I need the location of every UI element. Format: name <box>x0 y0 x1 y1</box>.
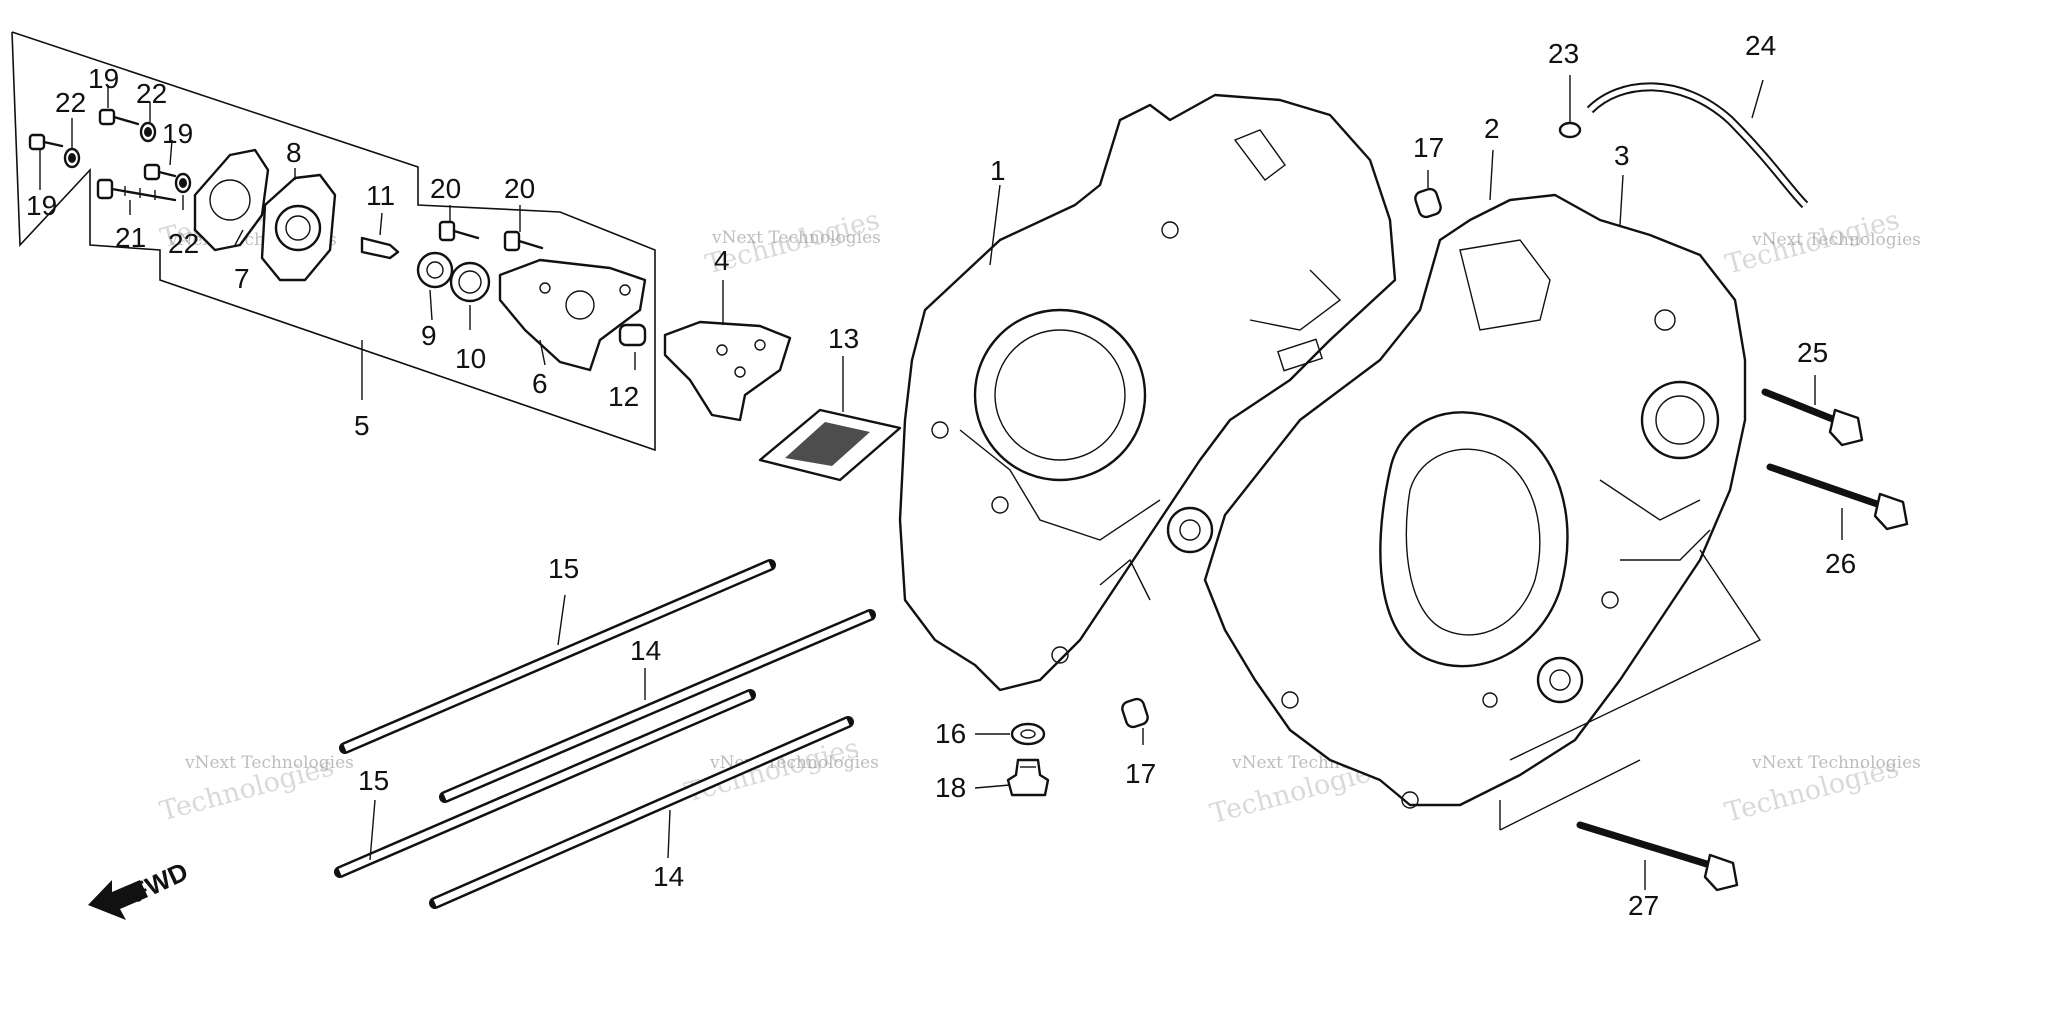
bolt-19-upper <box>98 108 140 126</box>
bolt-21 <box>96 178 177 202</box>
label-part-21: 21 <box>115 222 146 253</box>
label-part-7: 7 <box>234 263 250 294</box>
watermark-small: vNext Technologies <box>1751 753 1921 773</box>
part-labels: 1 2 3 4 5 6 7 8 9 10 11 12 13 14 14 15 1… <box>26 30 1856 921</box>
dowel-17-upper <box>1414 187 1442 219</box>
rotor-9 <box>416 251 454 289</box>
label-part-10: 10 <box>455 343 486 374</box>
label-part-12: 12 <box>608 381 639 412</box>
label-part-9: 9 <box>421 320 437 351</box>
gasket-4 <box>663 320 792 422</box>
label-part-23: 23 <box>1548 38 1579 69</box>
label-part-22-left: 22 <box>55 87 86 118</box>
dowel-12 <box>618 323 647 347</box>
breather-tube-24-inner <box>1588 84 1807 207</box>
label-part-2: 2 <box>1484 113 1500 144</box>
label-part-6: 6 <box>532 368 548 399</box>
label-part-22-top: 22 <box>136 78 167 109</box>
bolt-26 <box>1766 463 1909 531</box>
label-part-19-left: 19 <box>26 190 57 221</box>
label-part-20-left: 20 <box>430 173 461 204</box>
label-part-5: 5 <box>354 410 370 441</box>
label-part-4: 4 <box>714 245 730 276</box>
label-part-19-right: 19 <box>162 118 193 149</box>
pump-body-6 <box>498 258 647 372</box>
label-part-17-lower: 17 <box>1125 758 1156 789</box>
label-part-20-right: 20 <box>504 173 535 204</box>
oil-pump-parts <box>28 108 902 482</box>
label-part-27: 27 <box>1628 890 1659 921</box>
bolt-19-right <box>143 163 177 181</box>
watermark-small: vNext Technologies <box>1751 230 1921 250</box>
watermark-small: vNext Technologies <box>184 753 354 773</box>
pump-pin-11 <box>360 236 400 260</box>
label-part-22-bottom: 22 <box>168 228 199 259</box>
label-part-17-upper: 17 <box>1413 132 1444 163</box>
label-part-15-upper: 15 <box>548 553 579 584</box>
label-part-24: 24 <box>1745 30 1776 61</box>
label-part-1: 1 <box>990 155 1006 186</box>
left-crankcase <box>898 93 1397 692</box>
bolt-25 <box>1761 388 1864 447</box>
label-part-26: 26 <box>1825 548 1856 579</box>
stud-15-upper <box>339 559 776 754</box>
label-part-15-lower: 15 <box>358 765 389 796</box>
label-part-16: 16 <box>935 718 966 749</box>
leader-lines <box>39 75 1843 890</box>
label-part-3: 3 <box>1614 140 1630 171</box>
label-part-13: 13 <box>828 323 859 354</box>
bolt-27 <box>1576 821 1739 892</box>
watermark-small: vNext Technologies <box>711 228 881 248</box>
label-part-18: 18 <box>935 772 966 803</box>
stud-14-lower <box>429 716 854 909</box>
right-crankcase <box>1203 193 1762 831</box>
forward-arrow-icon <box>88 880 148 920</box>
fwd-label: FWD <box>126 856 192 908</box>
pump-cover-7 <box>193 148 270 252</box>
label-part-11: 11 <box>366 180 395 211</box>
bolt-20-right <box>503 230 544 252</box>
clip-23 <box>1558 121 1582 139</box>
label-part-19-top: 19 <box>88 63 119 94</box>
bolt-19-left <box>28 133 64 151</box>
drain-bolt-18 <box>1006 758 1050 797</box>
dowel-17-lower <box>1121 697 1149 729</box>
label-part-14-lower: 14 <box>653 861 684 892</box>
label-part-14-upper: 14 <box>630 635 661 666</box>
forward-direction-indicator: FWD <box>88 856 193 920</box>
rotor-10 <box>449 261 491 303</box>
bolt-20-left <box>438 220 480 242</box>
oil-pump-assembly-outline <box>11 31 656 452</box>
stud-14-upper <box>439 609 876 803</box>
stud-15-lower <box>334 689 756 878</box>
drain-washer-16 <box>1010 722 1046 746</box>
label-part-25: 25 <box>1797 337 1828 368</box>
label-part-8: 8 <box>286 137 302 168</box>
